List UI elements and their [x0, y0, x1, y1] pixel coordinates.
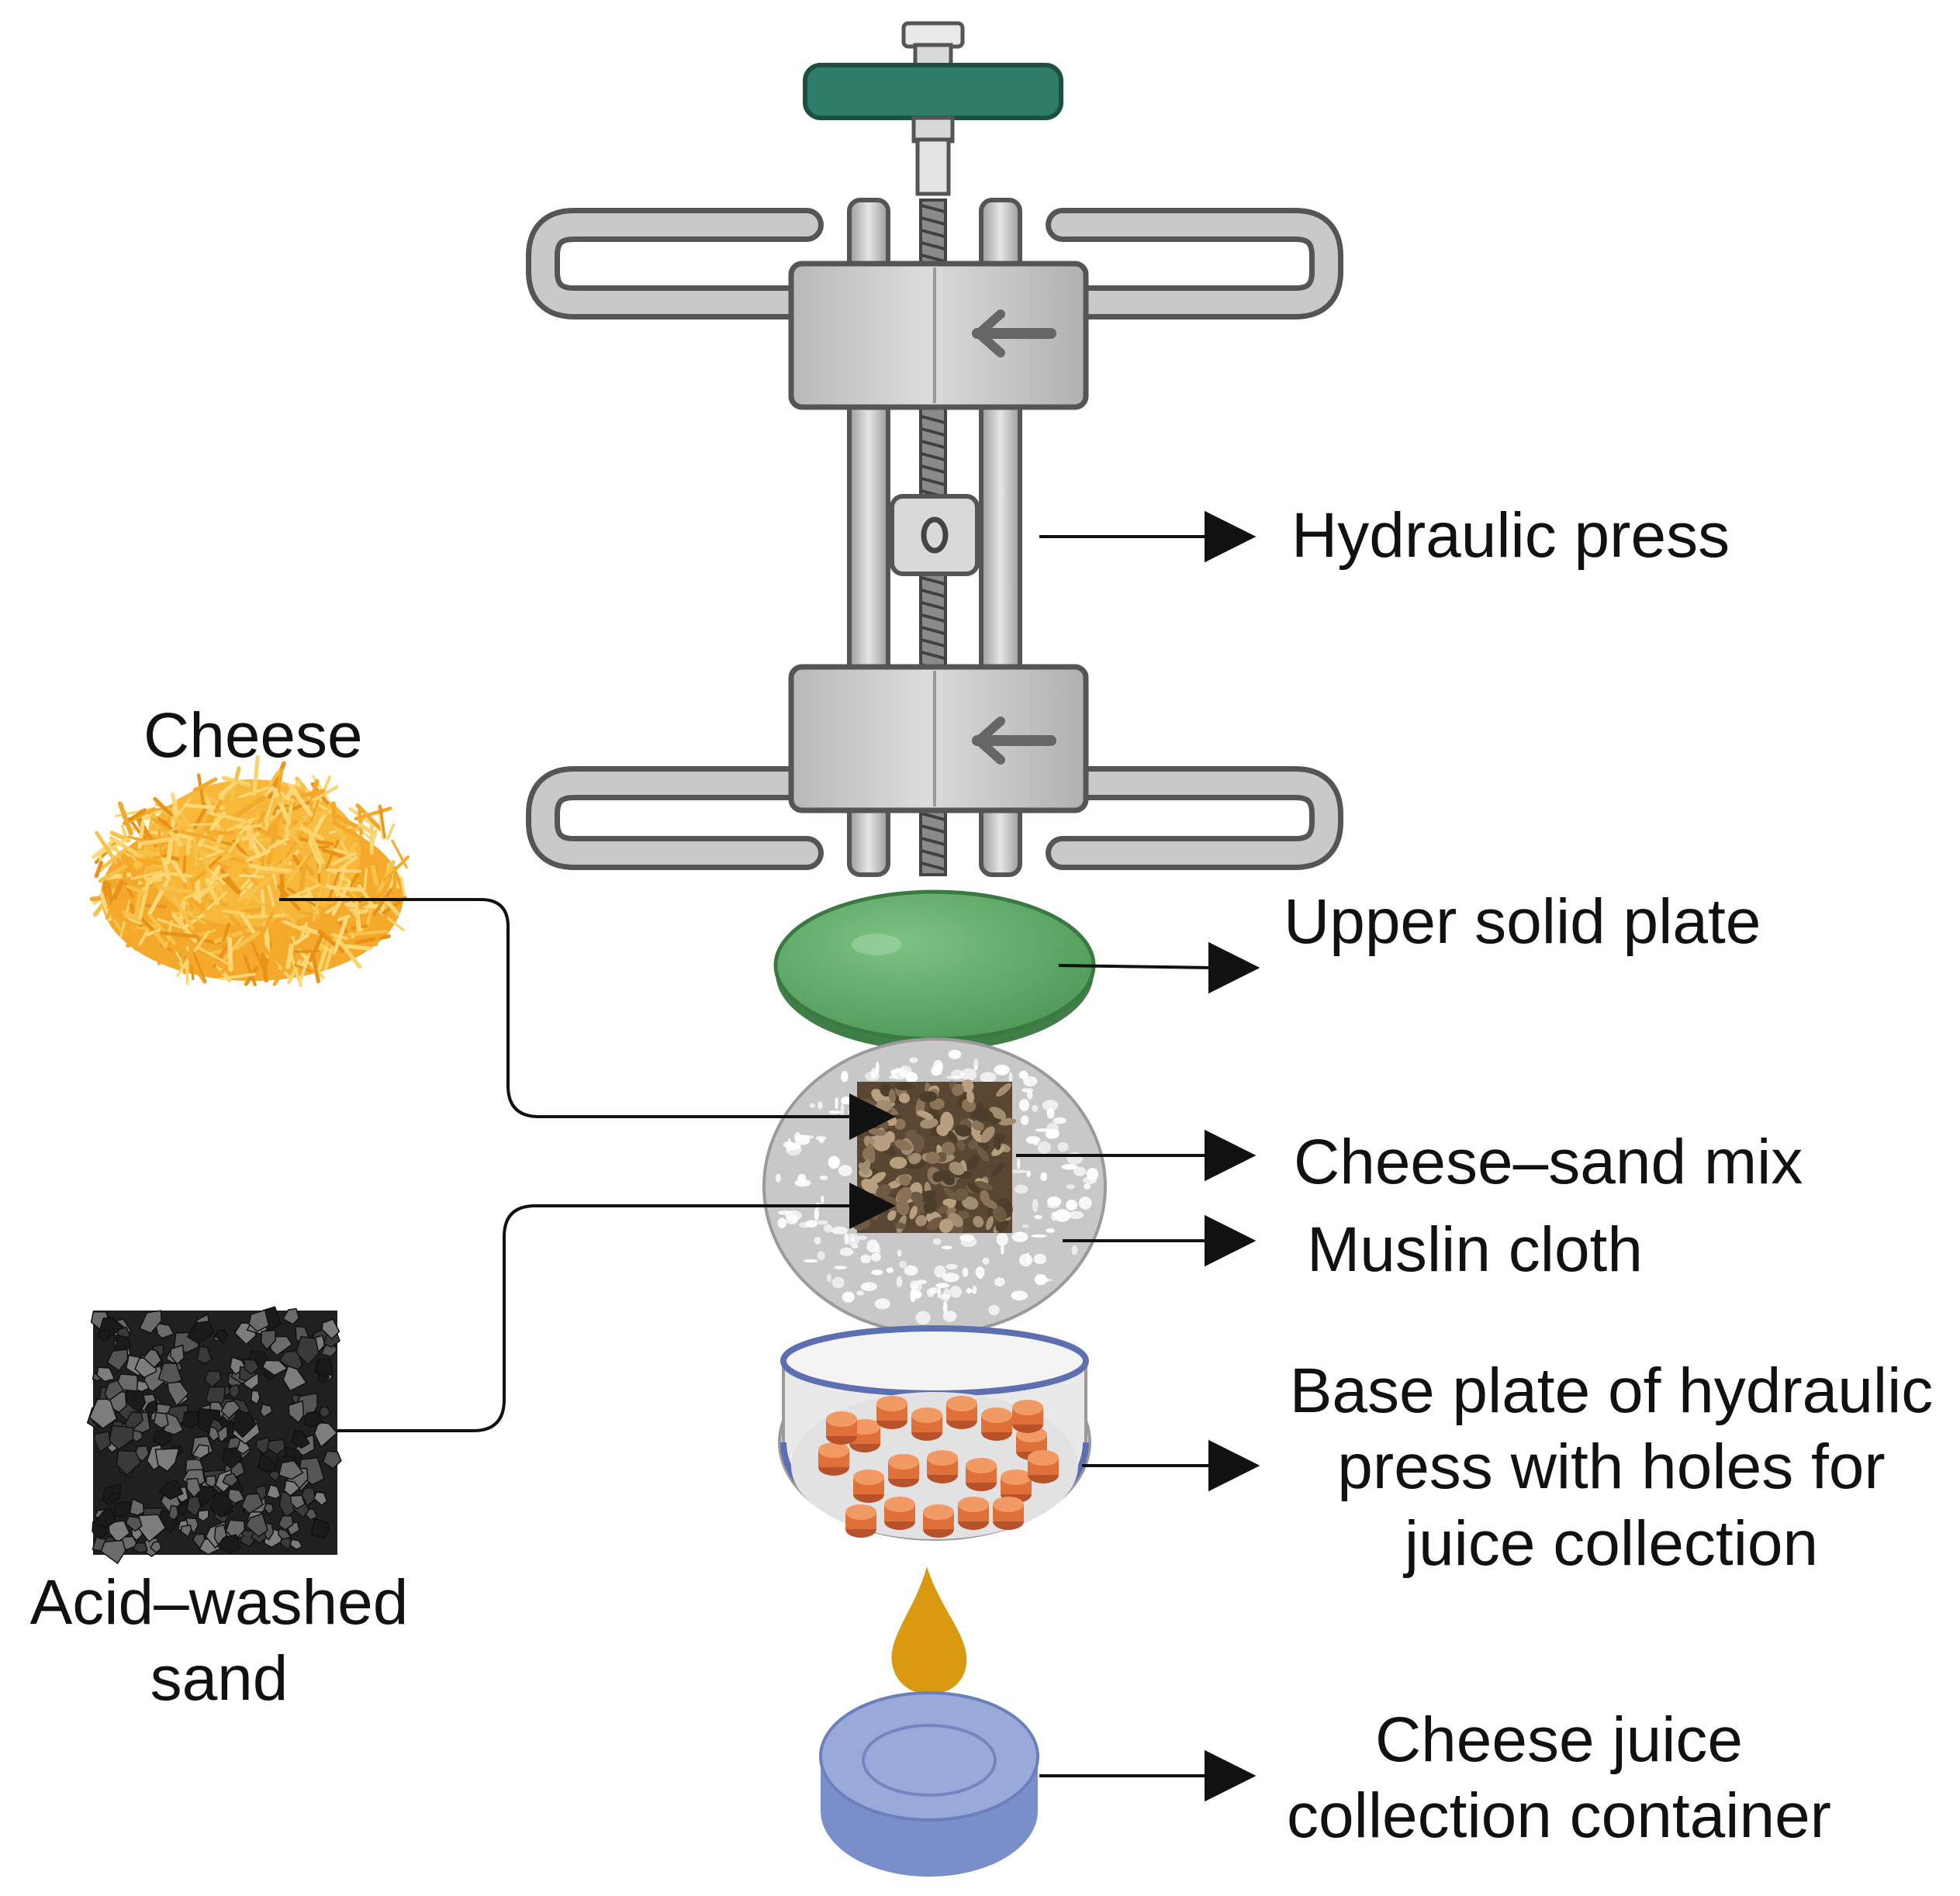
label-base-plate-line-3: juice collection: [1272, 1506, 1951, 1582]
label-upper-solid-plate: Upper solid plate: [1284, 884, 1761, 960]
label-muslin-cloth: Muslin cloth: [1307, 1212, 1643, 1288]
juice-container-illustration: [821, 1693, 1038, 1877]
label-base-plate-line-2: press with holes for: [1272, 1429, 1951, 1505]
label-sand-line-2: sand: [16, 1641, 423, 1717]
upper-solid-plate-illustration: [776, 892, 1094, 1051]
label-container-line-1: Cheese juice: [1257, 1702, 1861, 1778]
juice-drop-illustration: [892, 1566, 967, 1694]
label-juice-container: Cheese juice collection container: [1257, 1702, 1861, 1855]
label-cheese: Cheese: [143, 698, 363, 774]
label-base-plate: Base plate of hydraulic press with holes…: [1272, 1353, 1951, 1582]
hydraulic-press-illustration: [543, 23, 1326, 875]
label-hydraulic-press: Hydraulic press: [1291, 498, 1730, 574]
acid-washed-sand-illustration: [88, 1307, 341, 1563]
handle-wheel: [805, 65, 1061, 118]
label-cheese-sand-mix: Cheese–sand mix: [1294, 1124, 1803, 1200]
label-sand-line-1: Acid–washed: [16, 1565, 423, 1641]
base-plate-illustration: [780, 1328, 1090, 1539]
label-container-line-2: collection container: [1257, 1778, 1861, 1854]
cheese-illustration: [92, 757, 408, 986]
label-acid-washed-sand: Acid–washed sand: [16, 1565, 423, 1718]
label-base-plate-line-1: Base plate of hydraulic: [1272, 1353, 1951, 1429]
